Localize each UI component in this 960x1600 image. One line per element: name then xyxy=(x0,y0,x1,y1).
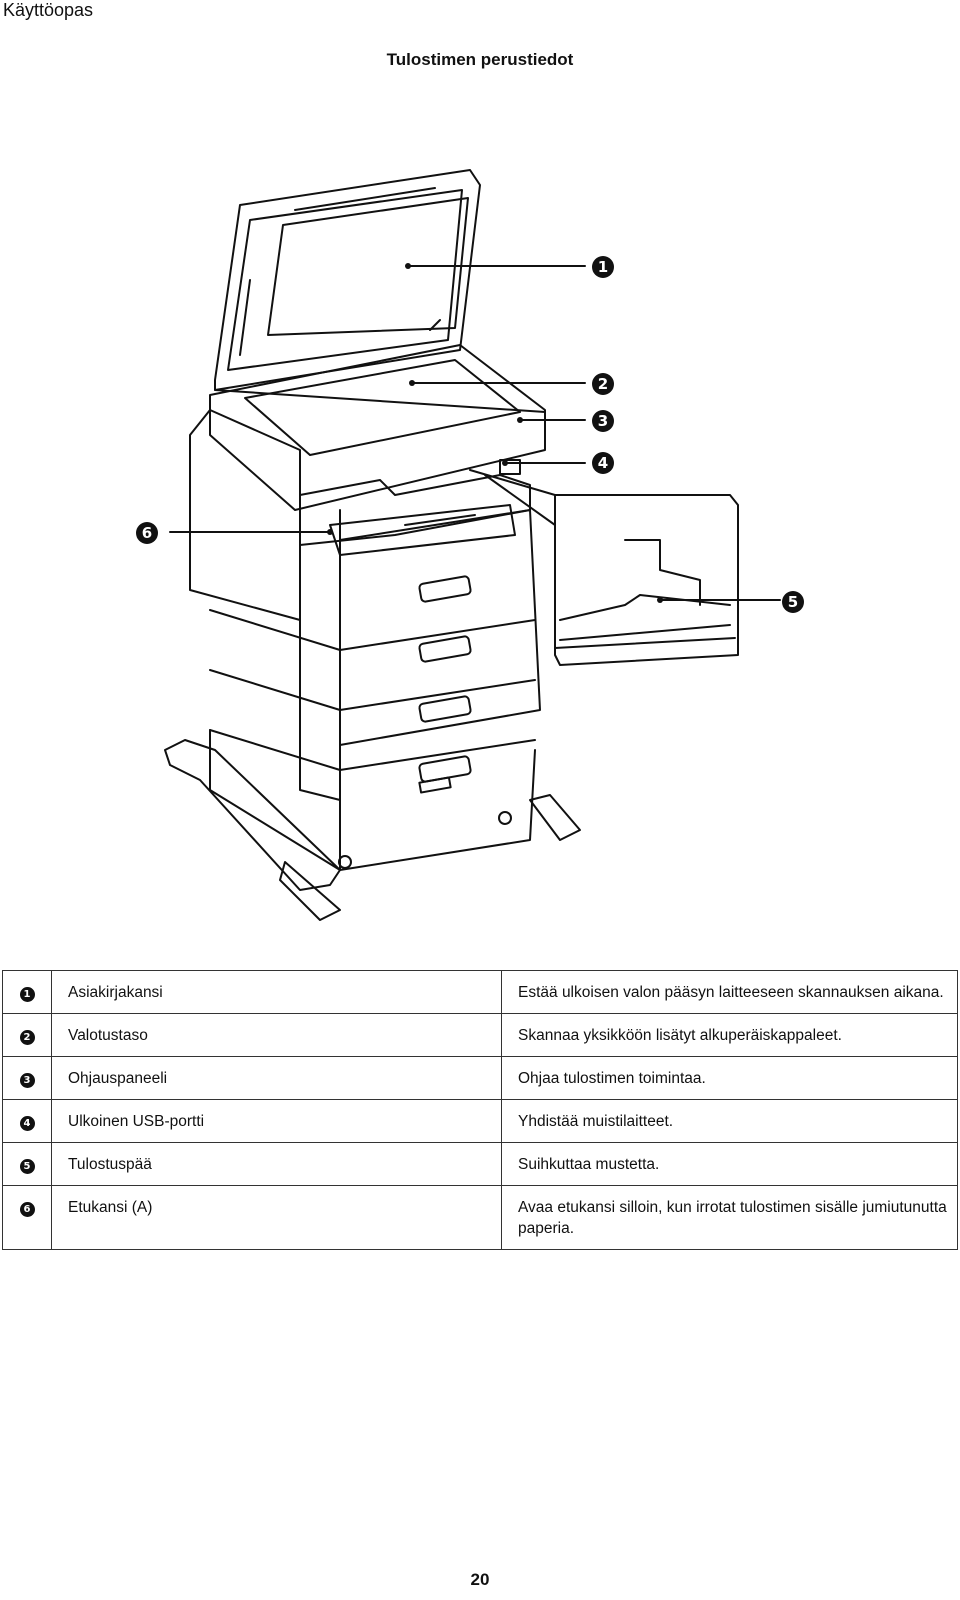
front-cover-a xyxy=(189,409,301,621)
part-name: Ohjauspaneeli xyxy=(51,1056,502,1100)
table-row: 2 Valotustaso Skannaa yksikköön lisätyt … xyxy=(2,1013,958,1057)
number-badge: 3 xyxy=(19,1073,35,1088)
table-row: 4 Ulkoinen USB-portti Yhdistää muistilai… xyxy=(2,1099,958,1143)
table-row: 1 Asiakirjakansi Estää ulkoisen valon pä… xyxy=(2,970,958,1014)
number-badge: 6 xyxy=(19,1202,35,1217)
part-name: Ulkoinen USB-portti xyxy=(51,1099,502,1143)
parts-table: 1 Asiakirjakansi Estää ulkoisen valon pä… xyxy=(2,970,958,1250)
table-row: 5 Tulostuspää Suihkuttaa mustetta. xyxy=(2,1142,958,1186)
number-badge: 4 xyxy=(19,1116,35,1131)
part-description: Yhdistää muistilaitteet. xyxy=(501,1099,958,1143)
svg-text:2: 2 xyxy=(598,375,608,393)
svg-text:3: 3 xyxy=(598,412,608,430)
stand-left-foot xyxy=(164,739,341,891)
control-panel xyxy=(299,474,531,546)
usb-port xyxy=(499,459,521,475)
callout-2: 2 xyxy=(592,373,614,395)
document-title: Käyttöopas xyxy=(3,0,94,20)
number-badge: 1 xyxy=(19,987,35,1002)
svg-text:4: 4 xyxy=(598,454,608,472)
part-description: Avaa etukansi silloin, kun irrotat tulos… xyxy=(501,1185,958,1250)
table-row: 6 Etukansi (A) Avaa etukansi silloin, ku… xyxy=(2,1185,958,1250)
number-badge: 2 xyxy=(19,1030,35,1045)
scanner-glass-area xyxy=(209,344,546,511)
part-description: Ohjaa tulostimen toimintaa. xyxy=(501,1056,958,1100)
page-number: 20 xyxy=(470,1570,490,1589)
part-name: Asiakirjakansi xyxy=(51,970,502,1014)
callout-6: 6 xyxy=(136,522,158,544)
callout-3: 3 xyxy=(592,410,614,432)
part-description: Suihkuttaa mustetta. xyxy=(501,1142,958,1186)
svg-text:6: 6 xyxy=(142,524,152,542)
print-head-inset xyxy=(554,494,739,666)
svg-text:5: 5 xyxy=(788,593,798,611)
part-description: Estää ulkoisen valon pääsyn laitteeseen … xyxy=(501,970,958,1014)
stand-right-foot xyxy=(529,794,581,841)
svg-text:1: 1 xyxy=(598,258,608,276)
callout-5: 5 xyxy=(782,591,804,613)
part-name: Etukansi (A) xyxy=(51,1185,502,1250)
printer-diagram: 1 2 3 4 5 6 xyxy=(136,169,804,921)
callout-4: 4 xyxy=(592,452,614,474)
printer-illustration: 1 2 3 4 5 6 xyxy=(0,150,960,940)
callout-1: 1 xyxy=(592,256,614,278)
part-description: Skannaa yksikköön lisätyt alkuperäiskapp… xyxy=(501,1013,958,1057)
section-title: Tulostimen perustiedot xyxy=(386,50,574,69)
number-badge: 5 xyxy=(19,1159,35,1174)
part-name: Tulostuspää xyxy=(51,1142,502,1186)
table-row: 3 Ohjauspaneeli Ohjaa tulostimen toimint… xyxy=(2,1056,958,1100)
part-name: Valotustaso xyxy=(51,1013,502,1057)
